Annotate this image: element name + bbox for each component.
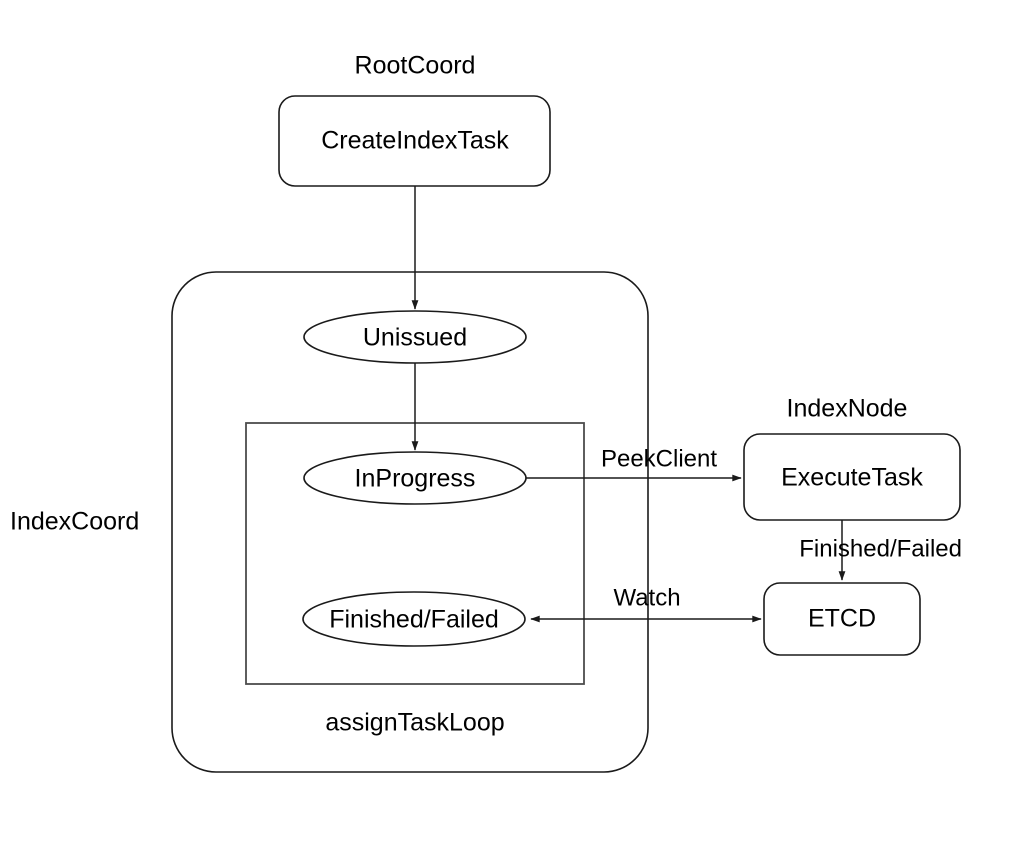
group-root-coord-label: RootCoord [355, 52, 476, 80]
group-index-coord-border [171, 271, 649, 773]
node-unissued-shape [303, 310, 527, 364]
node-in-progress-shape [303, 451, 527, 505]
edge-label-watch: Watch [613, 584, 680, 611]
node-finished-failed-label: Finished/Failed [329, 606, 499, 634]
node-finished-failed-shape [302, 591, 526, 647]
node-execute-task-label: ExecuteTask [781, 464, 923, 492]
edge-label-finished-failed: Finished/Failed [799, 535, 962, 562]
node-finished-failed[interactable]: Finished/Failed [302, 591, 526, 647]
group-index-node-label: IndexNode [787, 395, 908, 423]
node-etcd[interactable]: ETCD [763, 582, 921, 656]
node-unissued[interactable]: Unissued [303, 310, 527, 364]
node-create-index-task[interactable]: CreateIndexTask [278, 95, 551, 187]
node-in-progress-label: InProgress [355, 465, 476, 493]
group-assign-task-loop-label: assignTaskLoop [325, 709, 504, 737]
node-etcd-label: ETCD [808, 605, 876, 633]
node-in-progress[interactable]: InProgress [303, 451, 527, 505]
node-etcd-shape [763, 582, 921, 656]
node-create-index-task-shape [278, 95, 551, 187]
edge-label-peek-client: PeekClient [601, 445, 717, 472]
node-execute-task-shape [743, 433, 961, 521]
node-unissued-label: Unissued [363, 324, 467, 352]
node-create-index-task-label: CreateIndexTask [321, 127, 509, 155]
group-index-coord-label: IndexCoord [10, 508, 139, 536]
node-execute-task[interactable]: ExecuteTask [743, 433, 961, 521]
